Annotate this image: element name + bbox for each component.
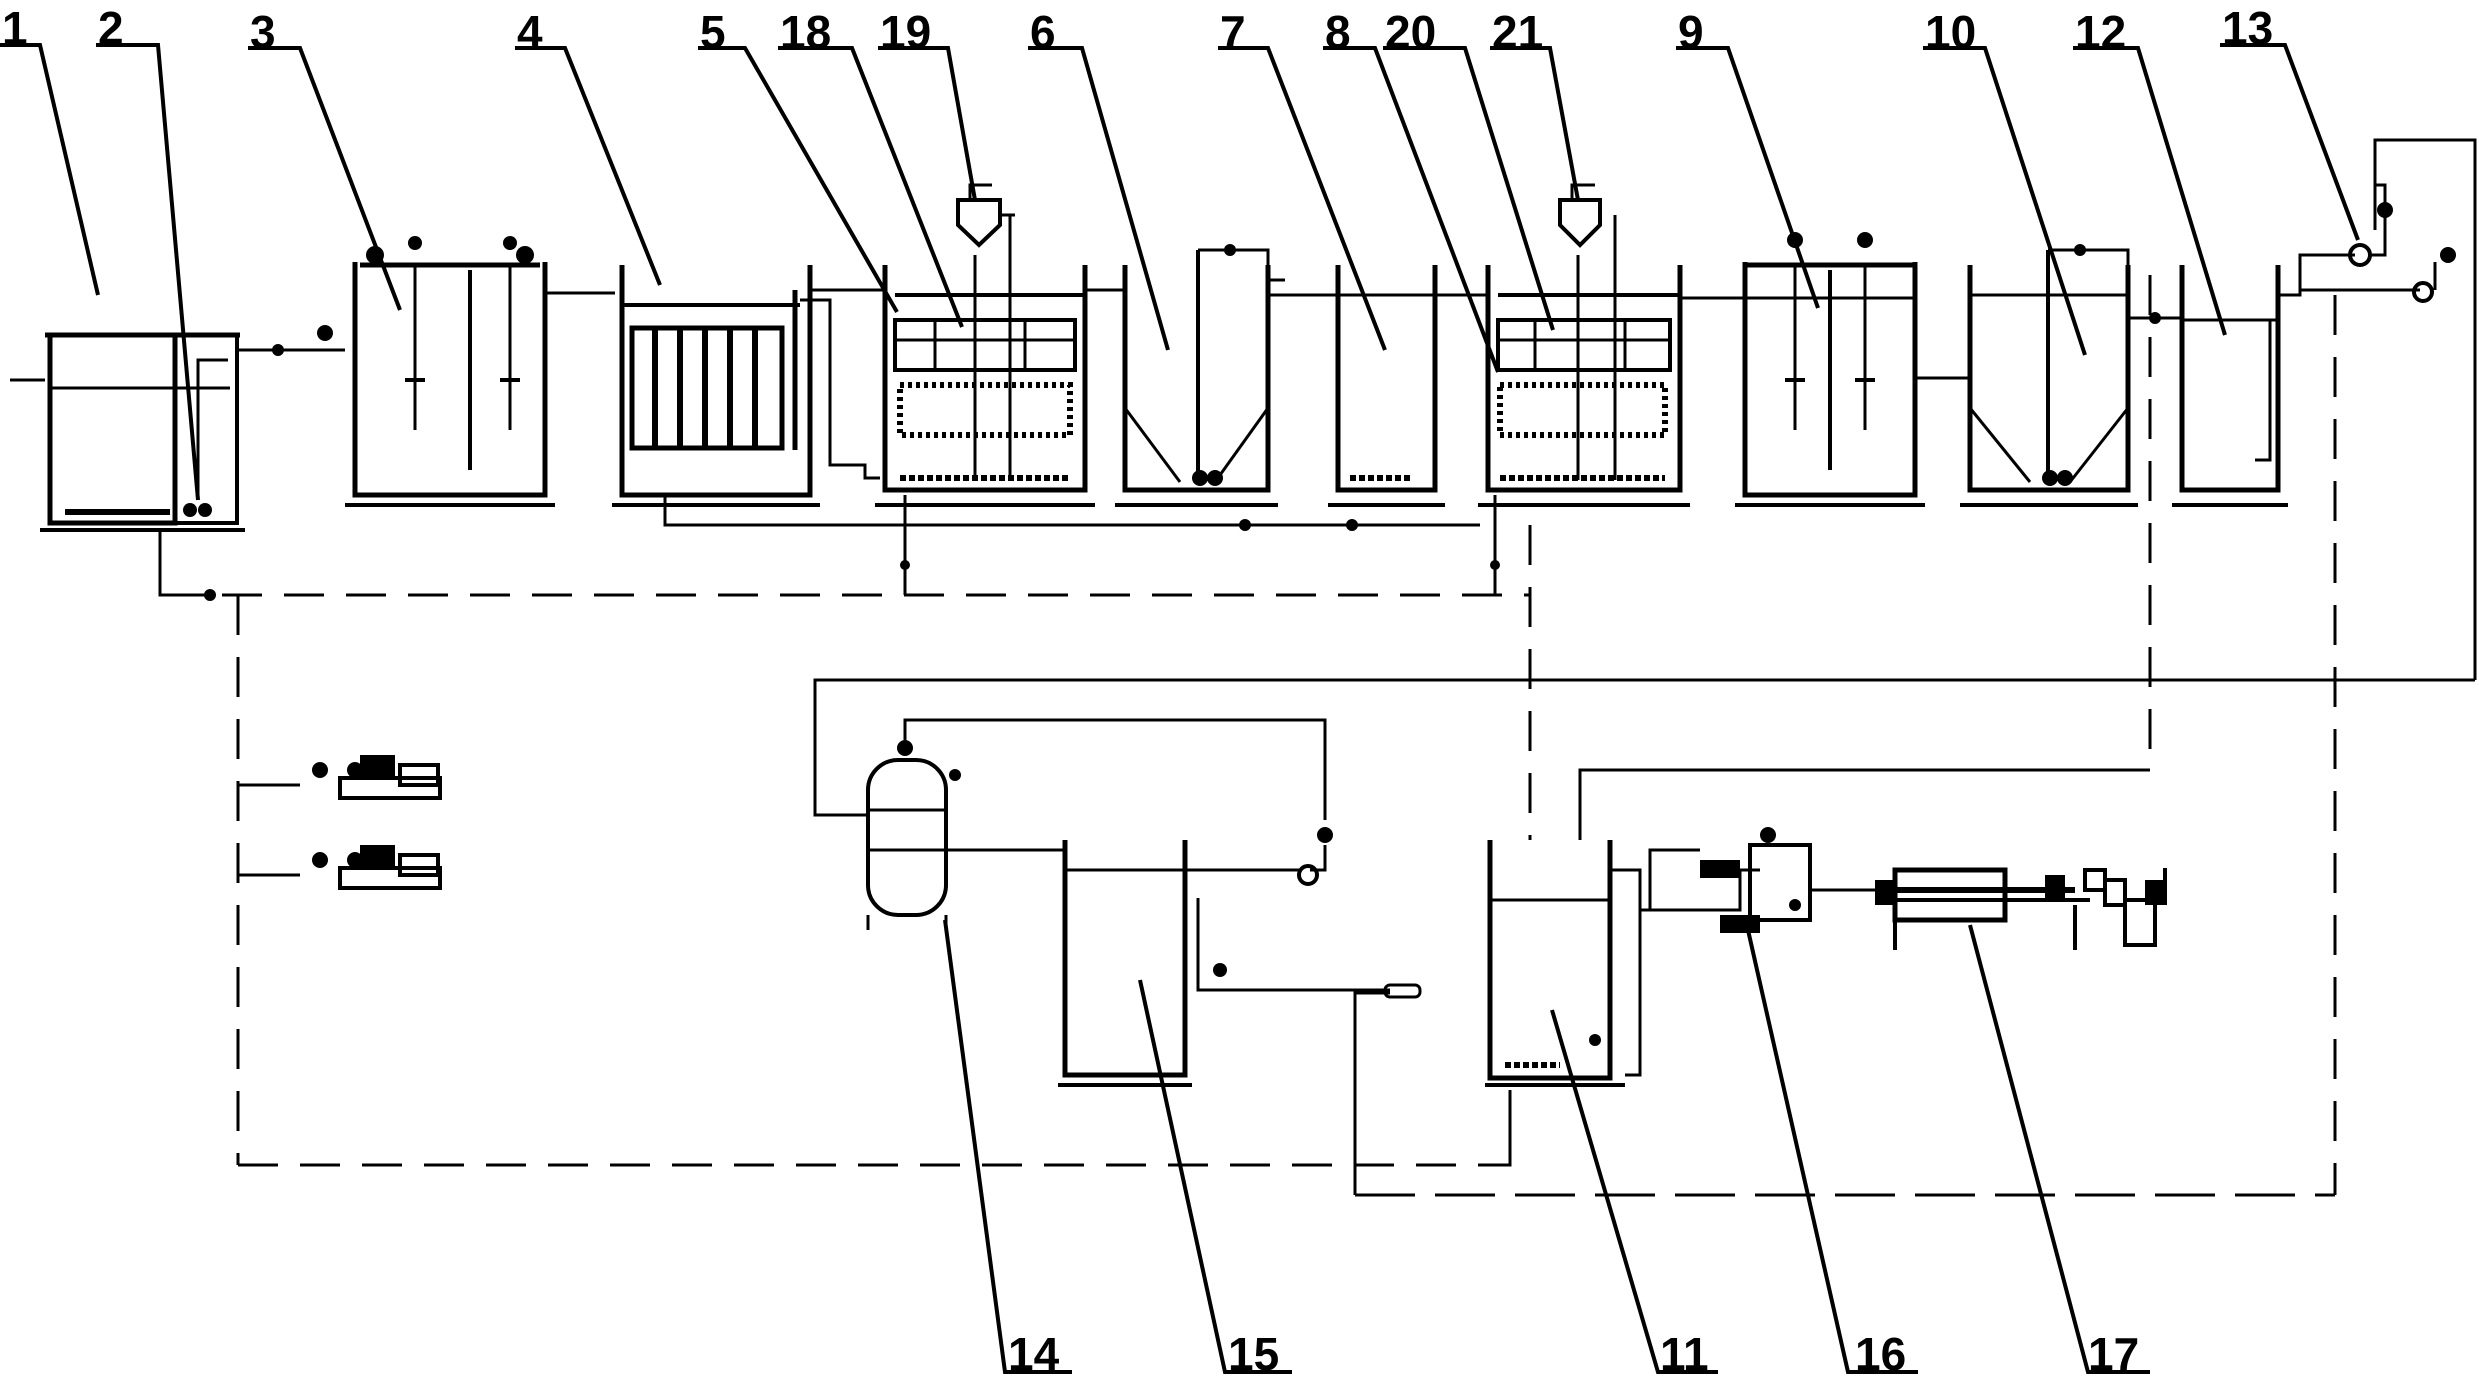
label-18: 18 — [778, 6, 964, 328]
air-and-sludge-lines — [236, 275, 2475, 1197]
svg-text:6: 6 — [1030, 6, 1056, 58]
label-12: 12 — [2073, 6, 2227, 336]
pump-16 — [1648, 827, 1875, 933]
tank-5 — [875, 183, 1095, 507]
label-4: 4 — [515, 6, 662, 286]
svg-text:10: 10 — [1925, 6, 1976, 58]
label-9: 9 — [1676, 6, 1820, 309]
svg-text:9: 9 — [1678, 6, 1704, 58]
svg-text:7: 7 — [1220, 6, 1246, 58]
tank-1 — [10, 325, 345, 532]
label-1: 1 — [0, 2, 100, 296]
label-2: 2 — [96, 2, 200, 501]
blower-2 — [238, 845, 442, 890]
label-15: 15 — [1138, 979, 1292, 1380]
label-3: 3 — [248, 6, 402, 311]
label-11: 11 — [1550, 1009, 1718, 1380]
tank-10 — [1960, 244, 2138, 507]
tank-4 — [612, 265, 880, 507]
label-5: 5 — [698, 6, 899, 313]
label-19: 19 — [878, 6, 977, 201]
label-17: 17 — [1968, 924, 2150, 1380]
svg-text:19: 19 — [880, 6, 931, 58]
main-pipeline — [158, 288, 2290, 601]
label-6: 6 — [1028, 6, 1170, 351]
tank-12 — [2128, 265, 2288, 507]
tank-9 — [1735, 232, 1925, 507]
svg-text:8: 8 — [1325, 6, 1351, 58]
tank-8 — [1478, 183, 1690, 507]
filter-press-17 — [1875, 867, 2167, 950]
tank-15 — [1058, 840, 1422, 1087]
tank-7 — [1328, 265, 1445, 507]
svg-text:18: 18 — [780, 6, 831, 58]
svg-text:21: 21 — [1492, 6, 1543, 58]
tank-6 — [1115, 244, 1285, 507]
filter-14 — [866, 718, 1333, 930]
svg-text:5: 5 — [700, 6, 726, 58]
blower-1 — [238, 755, 442, 800]
tank-3 — [345, 236, 615, 507]
svg-text:3: 3 — [250, 6, 276, 58]
pump-13 — [2278, 138, 2477, 680]
svg-text:12: 12 — [2075, 6, 2126, 58]
label-7: 7 — [1218, 6, 1387, 351]
label-14: 14 — [943, 919, 1072, 1380]
label-21: 21 — [1490, 6, 1580, 201]
label-20: 20 — [1383, 6, 1555, 331]
label-10: 10 — [1923, 6, 2087, 356]
svg-text:4: 4 — [517, 6, 543, 58]
label-8: 8 — [1323, 6, 1500, 373]
label-13: 13 — [2220, 2, 2360, 241]
label-16: 16 — [1746, 929, 1918, 1380]
svg-text:20: 20 — [1385, 6, 1436, 58]
